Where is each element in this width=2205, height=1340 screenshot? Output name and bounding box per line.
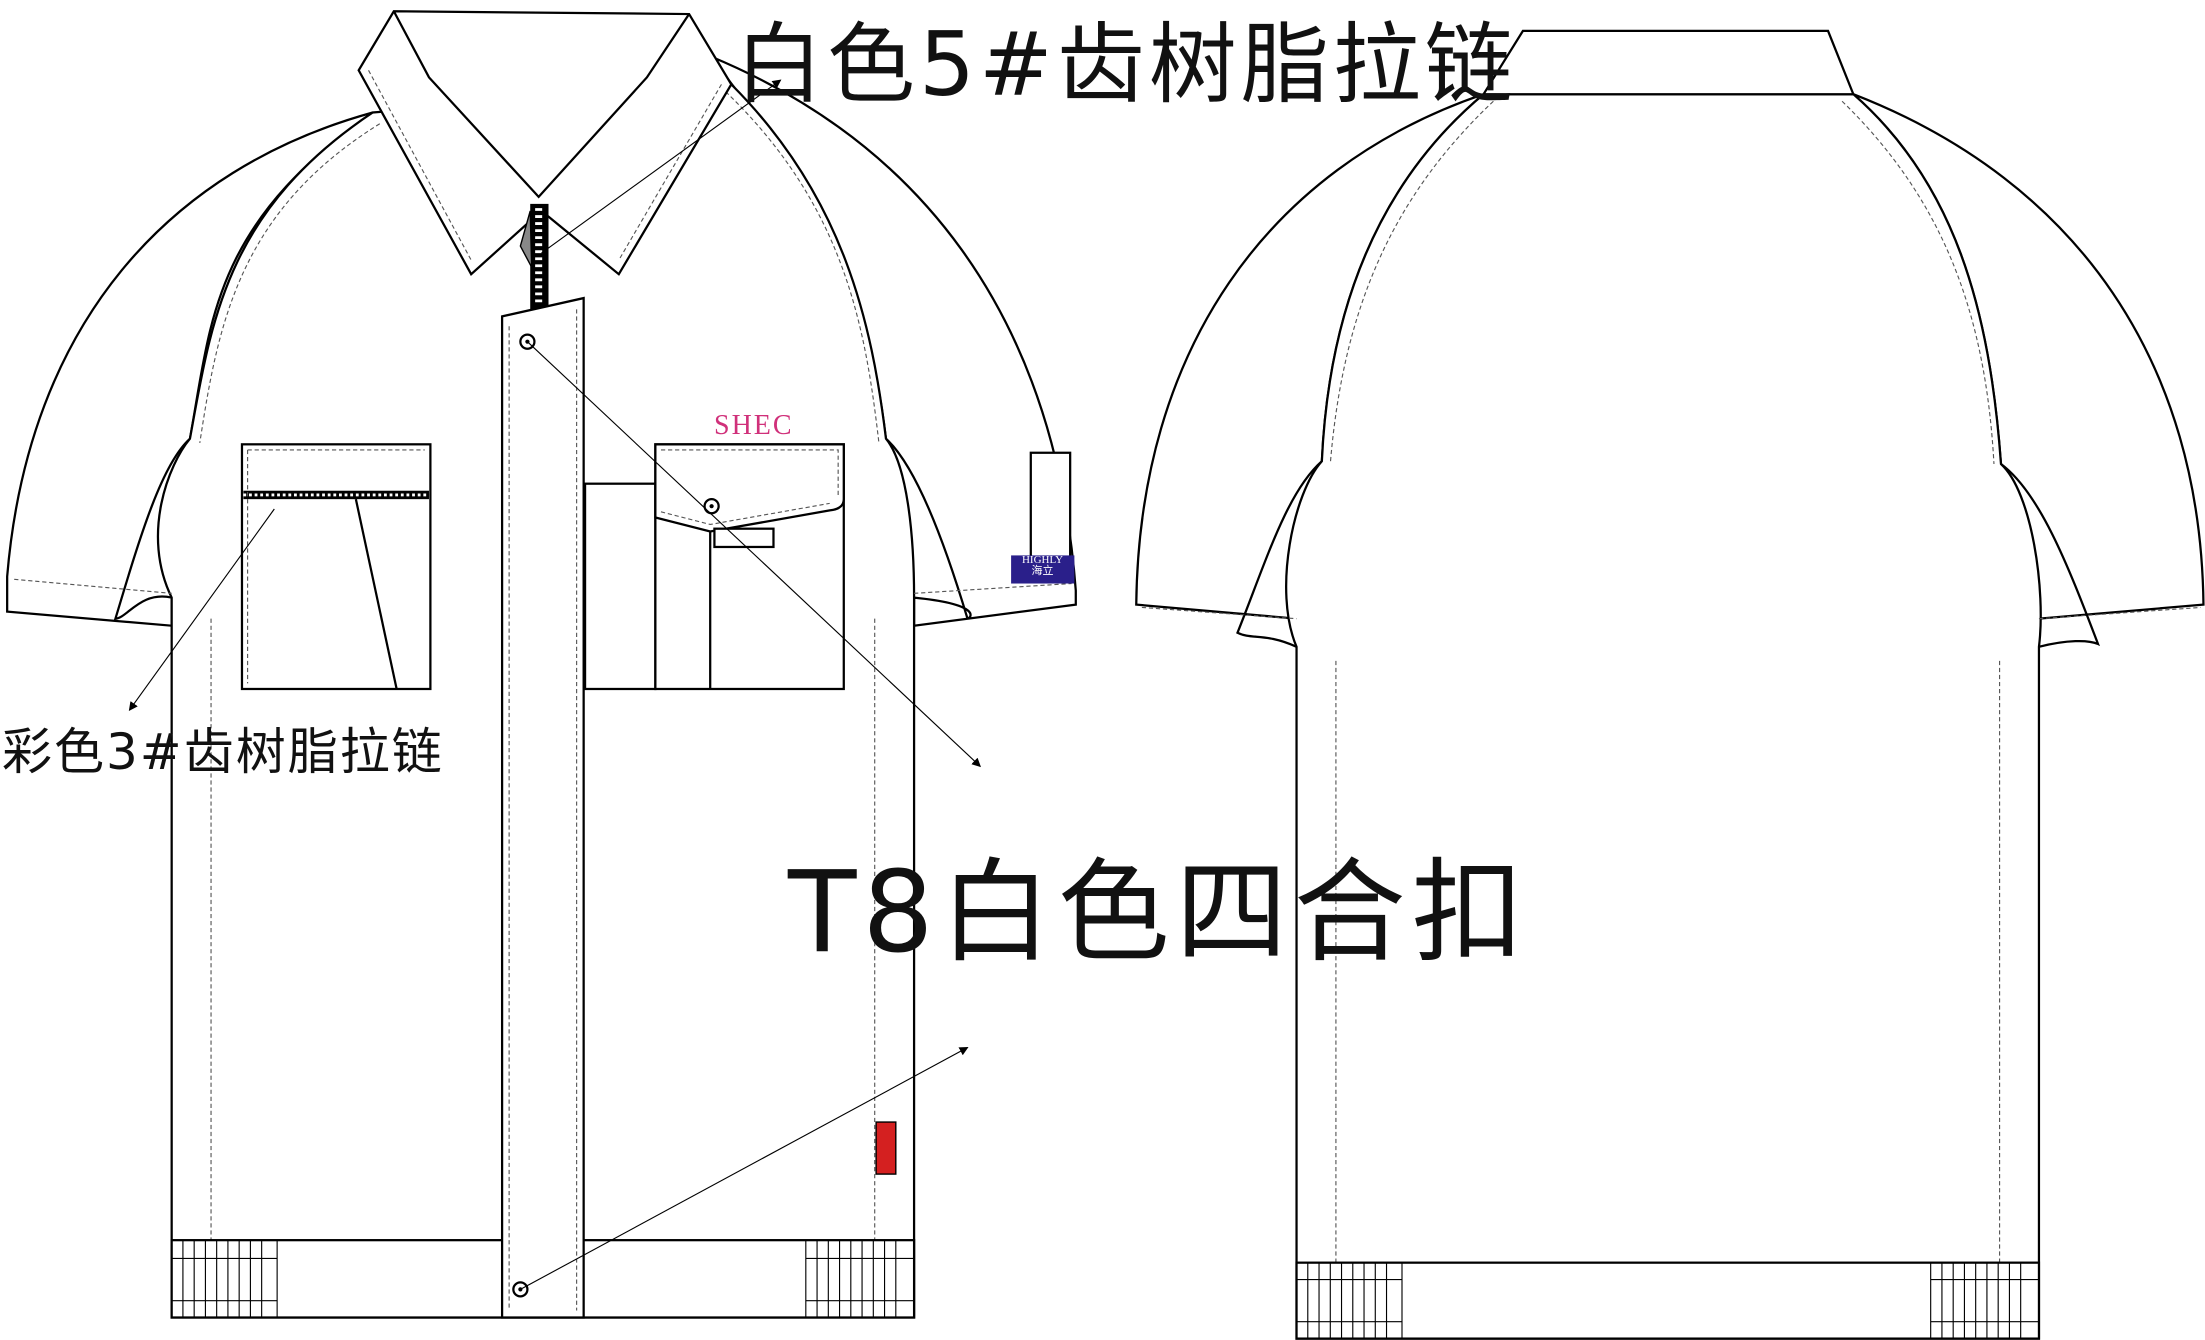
sleeve-pen-pocket bbox=[1011, 451, 1075, 584]
hem-ribbing-left bbox=[171, 1240, 278, 1318]
front-placket bbox=[500, 296, 585, 1319]
sleeve-badge-line2: 海立 bbox=[1031, 565, 1054, 577]
sleeve-badge: HIGHLY 海立 bbox=[1011, 555, 1074, 577]
front-zipper bbox=[519, 203, 549, 310]
back-collar bbox=[1481, 29, 1856, 96]
leader-lines bbox=[128, 79, 981, 1290]
front-left-sleeve bbox=[6, 111, 374, 627]
back-view bbox=[1135, 29, 2205, 1340]
left-chest-zip-pocket bbox=[240, 443, 432, 691]
back-hem-band bbox=[1295, 1261, 2041, 1340]
sleeve-badge-line1: HIGHLY bbox=[1021, 554, 1064, 566]
reflective-tab bbox=[875, 1121, 897, 1175]
right-chest-flap-pocket bbox=[583, 443, 845, 691]
label-color-resin-zipper: 彩色3#齿树脂拉链 bbox=[2, 723, 444, 781]
back-body bbox=[1285, 93, 2042, 1340]
chest-embroidery-text: SHEC bbox=[714, 410, 794, 441]
label-snap-button: T8白色四合扣 bbox=[788, 848, 1530, 978]
label-white-resin-zipper: 白色5#齿树脂拉链 bbox=[735, 13, 1517, 116]
hem-ribbing-right bbox=[805, 1240, 915, 1318]
collar bbox=[357, 10, 733, 276]
front-view bbox=[6, 10, 1077, 1319]
